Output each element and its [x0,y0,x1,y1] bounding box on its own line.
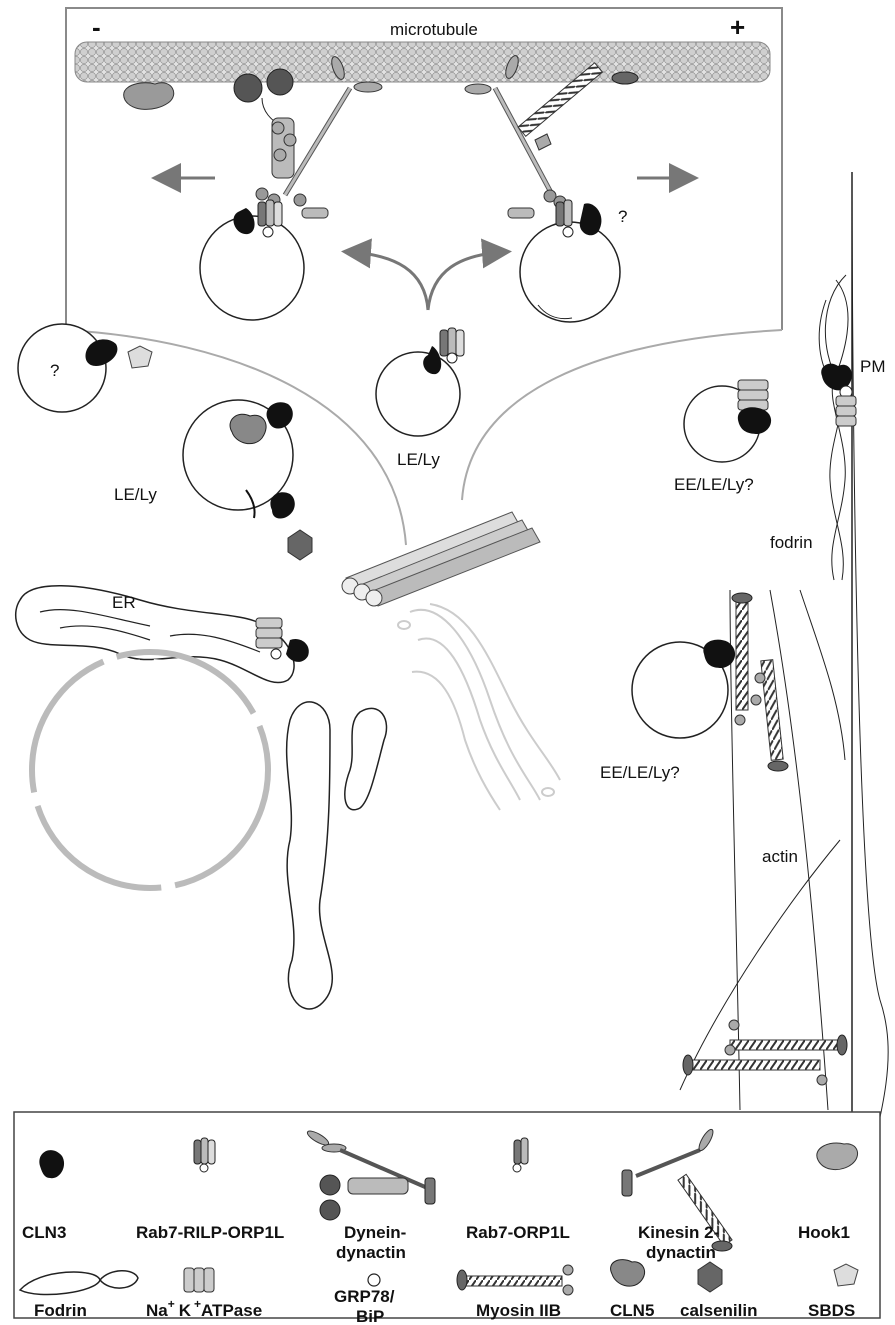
er-label: ER [112,593,136,612]
le-ly-label-left: LE/Ly [114,485,157,504]
golgi [398,604,560,810]
er-structure: ER [16,586,309,683]
legend-grp78-label: GRP78/ [334,1287,395,1306]
legend-kinesin-label: Kinesin 2- [638,1223,719,1242]
na-k-atpase-icon [184,1268,214,1292]
calsenilin-shape [288,530,312,560]
rough-er-vertical [287,702,333,1009]
legend-cln5-label: CLN5 [610,1301,654,1320]
unknown-label-right: ? [618,207,627,226]
nucleus-envelope [32,652,268,888]
unknown-label-left: ? [50,361,59,380]
branch-arrow-left [350,252,428,310]
legend-sbds-label: SBDS [808,1301,855,1320]
legend-rab7-rilp-orp1l-label: Rab7-RILP-ORP1L [136,1223,284,1242]
legend-fodrin-label: Fodrin [34,1301,87,1320]
microtubule [75,42,770,82]
legend-na-k-atpase-label: Na+K+ATPase [146,1297,262,1320]
grp78-bip-icon [368,1274,380,1286]
cln3-shape-right [580,203,602,235]
microtubule-label: microtubule [390,20,478,39]
vesicle-center [376,352,460,436]
microtubule-panel: microtubule - + [66,8,782,330]
legend-myosin-label: Myosin IIB [476,1301,561,1320]
membrane-curve [852,172,888,1215]
pm-label: PM [860,357,886,376]
legend-cln3-label: CLN3 [22,1223,66,1242]
ee-le-ly-label-top: EE/LE/Ly? [674,475,754,494]
fodrin-label: fodrin [770,533,813,552]
legend-bip-label: BiP [356,1307,384,1325]
minus-end-label: - [92,12,101,42]
ee-le-ly-label-bottom: EE/LE/Ly? [600,763,680,782]
legend-dynein-label-line2: dynactin [336,1243,406,1262]
legend-calsenilin-label: calsenilin [680,1301,757,1320]
legend-kinesin-label-line2: dynactin [646,1243,716,1262]
branch-arrow-right [428,252,503,310]
legend-hook1-label: Hook1 [798,1223,850,1242]
actin-label: actin [762,847,798,866]
sbds-shape [128,346,152,368]
legend-rab7-orp1l-label: Rab7-ORP1L [466,1223,570,1242]
legend-dynein-label: Dynein- [344,1223,406,1242]
hook1-shape [124,83,174,110]
le-ly-label-center: LE/Ly [397,450,440,469]
vesicle-top-left [18,324,106,412]
plus-end-label: + [730,12,745,42]
legend-box [14,1112,880,1318]
microtubule-bundle [342,512,540,606]
fodrin-filaments [819,275,848,580]
